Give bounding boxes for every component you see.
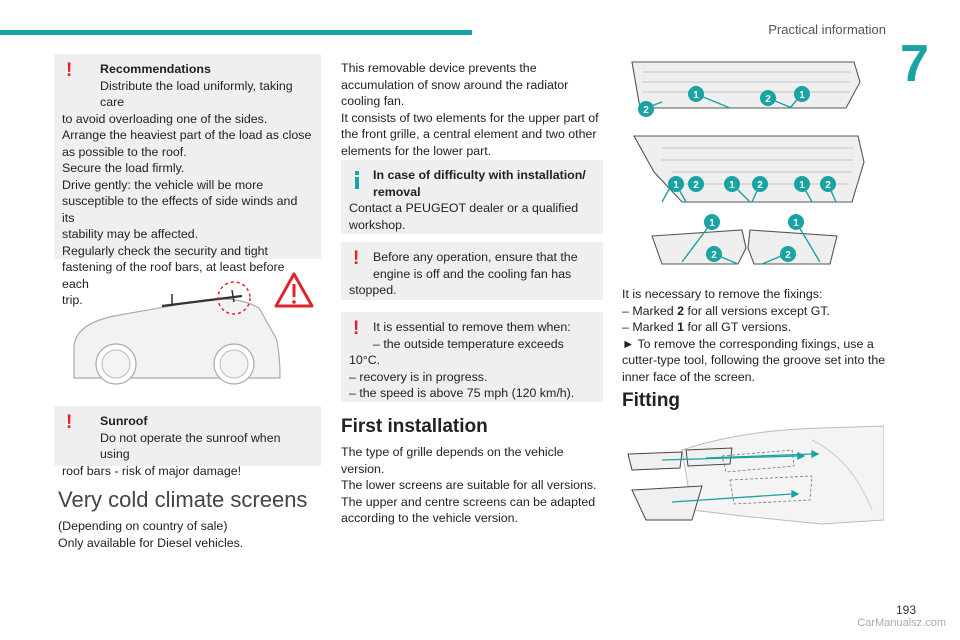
install-line: The lower screens are suitable for all v… — [341, 478, 597, 492]
fixing-label: 1 — [709, 218, 715, 229]
warn-line: stopped. — [349, 283, 397, 297]
rec-line: Drive gently: the vehicle will be more — [62, 177, 264, 192]
warn-line: – the speed is above 75 mph (120 km/h). — [349, 386, 575, 400]
fixing-label: 1 — [729, 180, 735, 191]
description-text: This removable device prevents the accum… — [341, 60, 607, 159]
fixing-label: 2 — [825, 180, 831, 191]
fixing-label: 2 — [711, 250, 717, 261]
fixing-label: 2 — [693, 180, 699, 191]
recommendations-box: ! Recommendations Distribute the load un… — [54, 54, 321, 307]
fixing-label: 2 — [765, 94, 771, 105]
warning-box-engine: ! Before any operation, ensure that the … — [341, 242, 603, 300]
rec-line: as possible to the roof. — [62, 144, 187, 159]
install-line: according to the vehicle version. — [341, 511, 519, 525]
first-installation-heading: First installation — [341, 416, 488, 437]
fixing-item-2: – Marked 2 for all versions except GT. — [622, 303, 830, 318]
fixings-text: It is necessary to remove the fixings: –… — [622, 286, 888, 385]
page-number: 193 — [895, 603, 916, 617]
desc-line: the front grille, a central element and … — [341, 127, 597, 141]
intro-line: Only available for Diesel vehicles. — [58, 535, 244, 550]
fixing-label: 1 — [799, 180, 805, 191]
rec-line: Secure the load firmly. — [62, 161, 185, 175]
screens-fixings-diagram: 2 1 2 1 1 2 1 2 1 2 1 1 2 2 — [631, 61, 865, 265]
desc-line: It consists of two elements for the uppe… — [341, 110, 599, 125]
warn-line: Before any operation, ensure that the — [373, 250, 578, 264]
info-box: In case of difficulty with installation/… — [341, 160, 603, 234]
warn-line: engine is off and the cooling fan has — [373, 266, 572, 281]
fixing-item-1: – Marked 1 for all GT versions. — [622, 320, 792, 334]
rec-line: trip. — [62, 293, 83, 307]
desc-line: accumulation of snow around the radiator — [341, 77, 569, 92]
lower-screen-right-shape — [747, 229, 838, 265]
desc-line: cooling fan. — [341, 94, 405, 108]
info-line: workshop. — [349, 217, 406, 232]
fixing-label: 2 — [643, 105, 649, 116]
fitting-heading: Fitting — [622, 390, 681, 411]
rec-line: Distribute the load uniformly, taking ca… — [100, 78, 293, 110]
rec-line: to avoid overloading one of the sides. — [62, 111, 268, 126]
warn-line: 10°C. — [349, 353, 381, 367]
fixing-label: 1 — [799, 90, 805, 101]
warning-icon: ! — [353, 248, 360, 269]
sunroof-box: ! Sunroof Do not operate the sunroof whe… — [54, 406, 321, 478]
rec-line: susceptible to the effects of side winds… — [62, 194, 298, 225]
section-heading: Very cold climate screens — [58, 487, 308, 512]
centre-screen-shape — [633, 135, 865, 203]
fixing-label: 1 — [693, 90, 699, 101]
rec-line: fastening of the roof bars, at least bef… — [62, 260, 285, 291]
desc-line: This removable device prevents the — [341, 61, 537, 75]
warn-line: – recovery is in progress. — [349, 369, 488, 384]
intro-text: (Depending on country of sale) Only avai… — [58, 518, 243, 551]
section-title: Practical information — [768, 22, 886, 37]
sunroof-title: Sunroof — [100, 414, 148, 428]
intro-line: (Depending on country of sale) — [58, 519, 228, 533]
warning-icon: ! — [66, 412, 73, 433]
sunroof-line: roof bars - risk of major damage! — [62, 463, 242, 478]
info-title: In case of difficulty with installation/ — [373, 168, 586, 182]
first-installation-text: The type of grille depends on the vehicl… — [341, 444, 607, 527]
fixing-action-line: cutter-type tool, following the groove s… — [622, 353, 886, 367]
warning-triangle-icon — [274, 272, 314, 308]
recommendations-title: Recommendations — [100, 62, 211, 76]
chapter-number: 7 — [900, 35, 929, 93]
warning-icon: ! — [66, 60, 73, 81]
sunroof-line: Do not operate the sunroof when using — [100, 430, 281, 462]
warning-icon: ! — [353, 318, 360, 339]
info-title: removal — [373, 184, 421, 199]
car-roof-bars-illustration — [73, 272, 314, 385]
warn-line: – the outside temperature exceeds — [373, 336, 564, 351]
upper-screen-shape — [631, 61, 861, 109]
warning-box-removal: ! It is essential to remove them when: –… — [341, 312, 603, 402]
install-line: The type of grille depends on the vehicl… — [341, 445, 564, 476]
fixing-label: 1 — [673, 180, 679, 191]
fitting-illustration — [627, 425, 884, 525]
rec-line: stability may be affected. — [62, 227, 199, 241]
info-line: Contact a PEUGEOT dealer or a qualified — [349, 201, 579, 215]
fixing-action-line: ► To remove the corresponding fixings, u… — [622, 336, 874, 351]
lower-screen-left-shape — [651, 229, 747, 265]
rec-line: Arrange the heaviest part of the load as… — [62, 128, 312, 142]
info-icon — [353, 168, 361, 189]
watermark: CarManualsz.com — [857, 617, 946, 629]
fixing-label: 2 — [757, 180, 763, 191]
rec-line: Regularly check the security and tight — [62, 243, 268, 258]
desc-line: elements for the lower part. — [341, 143, 492, 158]
top-accent-bar — [0, 30, 472, 35]
warn-line: It is essential to remove them when: — [373, 320, 571, 334]
install-line: The upper and centre screens can be adap… — [341, 494, 596, 509]
fixing-action-line: inner face of the screen. — [622, 369, 755, 384]
fixings-intro: It is necessary to remove the fixings: — [622, 287, 823, 301]
fixing-label: 2 — [785, 250, 791, 261]
fixing-label: 1 — [793, 218, 799, 229]
